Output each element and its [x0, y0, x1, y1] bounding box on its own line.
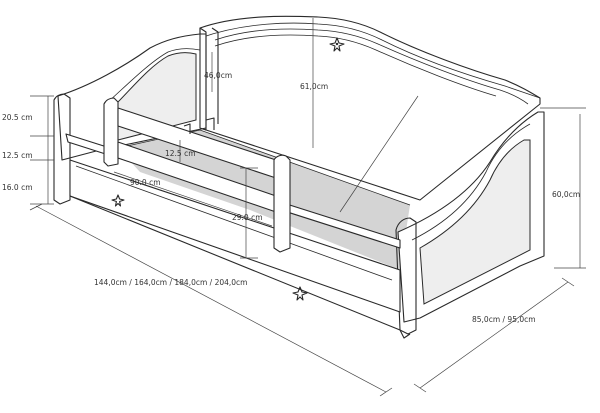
- backrest-trim-inner: [214, 34, 497, 97]
- label-guard-gap: 12.5 cm: [165, 149, 196, 158]
- backrest-trim: [214, 28, 529, 105]
- guard-rail-post-right: [273, 154, 291, 253]
- label-inner-height: 29.0 cm: [232, 213, 263, 222]
- label-guard-length: 90.0 cm: [130, 178, 161, 187]
- label-left-top: 20.5 cm: [2, 113, 33, 122]
- left-post: [53, 93, 71, 205]
- label-headboard-cutout: 46,0cm: [204, 71, 232, 80]
- star-flower-icon: [329, 37, 345, 52]
- guard-rail-post-left: [103, 97, 119, 167]
- star-flower-icon: [292, 286, 308, 301]
- backrest-panel: [199, 15, 541, 201]
- right-side-inner-panel: [419, 139, 531, 305]
- label-left-mid: 12.5 cm: [2, 151, 33, 160]
- label-total-height: 60,0cm: [552, 190, 580, 199]
- label-backrest-height: 61,0cm: [300, 82, 328, 91]
- label-lengths: 144,0cm / 164,0cm / 184,0cm / 204,0cm: [94, 278, 248, 287]
- right-post: [395, 217, 417, 335]
- label-widths: 85,0cm / 95,0cm: [472, 315, 536, 324]
- label-left-bottom: 16.0 cm: [2, 183, 33, 192]
- star-flower-icon: [111, 194, 125, 207]
